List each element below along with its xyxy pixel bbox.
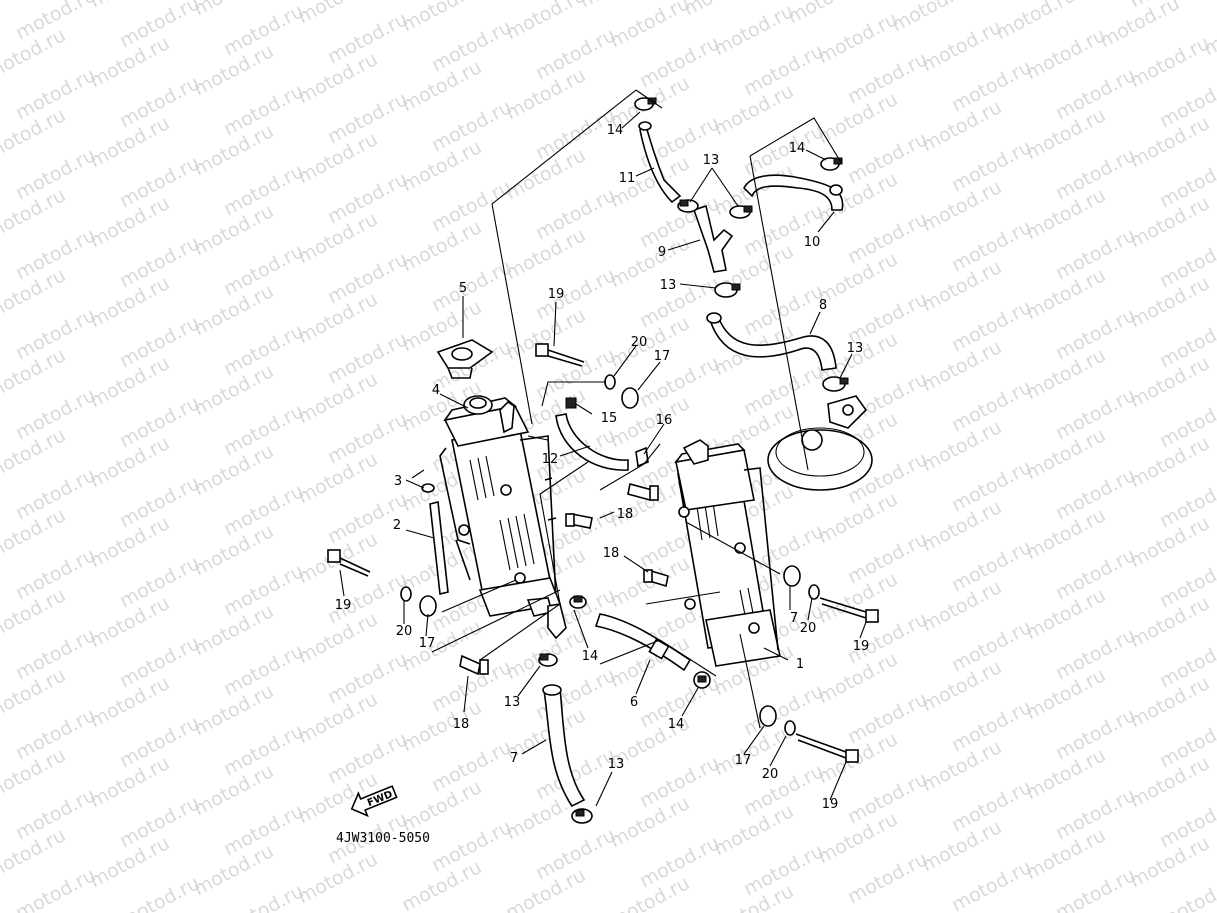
callout-6: 6 (630, 695, 638, 710)
callout-9: 9 (658, 245, 666, 260)
callout-3: 3 (394, 474, 402, 489)
callout-7: 7 (790, 611, 798, 626)
watermark-text: motod.ru (12, 864, 99, 913)
callout-18: 18 (617, 507, 634, 522)
callout-17: 17 (735, 753, 752, 768)
left-radiator (439, 395, 562, 617)
callout-16: 16 (656, 413, 673, 428)
assembly-lines (411, 89, 843, 729)
hose-12 (555, 413, 629, 471)
cylinder-head (767, 395, 873, 491)
hose-8 (709, 314, 837, 371)
watermark-text: motod.ru (844, 848, 931, 908)
callout-8: 8 (819, 298, 827, 313)
watermark-text: motod.ru (294, 0, 381, 28)
callout-17: 17 (654, 349, 671, 364)
watermark-text: motod.ru (784, 0, 871, 28)
callout-17: 17 (419, 636, 436, 651)
callout-labels: 14 11 13 14 10 9 13 8 13 5 19 20 17 4 15… (335, 123, 870, 812)
right-radiator (674, 439, 781, 667)
callout-13: 13 (660, 278, 677, 293)
callout-13: 13 (608, 757, 625, 772)
callout-14: 14 (789, 141, 806, 156)
watermark-text: motod.ru (606, 0, 693, 52)
hose-9 (692, 204, 734, 273)
callout-18: 18 (603, 546, 620, 561)
leader-lines (339, 111, 867, 807)
diagram-code: 4JW3100-5050 (336, 831, 430, 846)
watermark-text: motod.ru (502, 0, 589, 44)
callout-13: 13 (847, 341, 864, 356)
watermark-text: motod.ru (888, 0, 975, 36)
watermark-text: motod.ru (948, 856, 1035, 913)
watermark-text: motod.ru (992, 0, 1079, 44)
callout-7: 7 (510, 751, 518, 766)
callout-14: 14 (668, 717, 685, 732)
callout-20: 20 (762, 767, 779, 782)
radiator-cap (436, 339, 494, 379)
callout-19: 19 (822, 797, 839, 812)
hose-11 (639, 124, 682, 204)
callout-4: 4 (432, 383, 440, 398)
callout-13: 13 (703, 153, 720, 168)
watermark-text: motod.ru (1156, 872, 1217, 913)
callout-5: 5 (459, 281, 467, 296)
callout-14: 14 (582, 649, 599, 664)
watermark-text: motod.ru (1052, 864, 1139, 913)
hose-10 (743, 174, 844, 211)
hose-7 (543, 687, 586, 808)
callout-1: 1 (796, 657, 804, 672)
watermark-text: motod.ru (220, 880, 307, 913)
callout-14: 14 (607, 123, 624, 138)
callout-20: 20 (631, 335, 648, 350)
callout-2: 2 (393, 518, 401, 533)
callout-15: 15 (601, 411, 618, 426)
callout-18: 18 (453, 717, 470, 732)
watermark-text: motod.ru (116, 872, 203, 913)
callout-19: 19 (548, 287, 565, 302)
callout-12: 12 (542, 452, 559, 467)
callout-11: 11 (619, 171, 636, 186)
callout-19: 19 (335, 598, 352, 613)
fasteners (327, 343, 879, 763)
callout-10: 10 (804, 235, 821, 250)
callout-13: 13 (504, 695, 521, 710)
callout-20: 20 (800, 621, 817, 636)
hose-clamps (538, 97, 849, 824)
callout-19: 19 (853, 639, 870, 654)
watermark-text: motod.ru (398, 0, 485, 36)
callout-20: 20 (396, 624, 413, 639)
hose-6 (594, 613, 692, 672)
